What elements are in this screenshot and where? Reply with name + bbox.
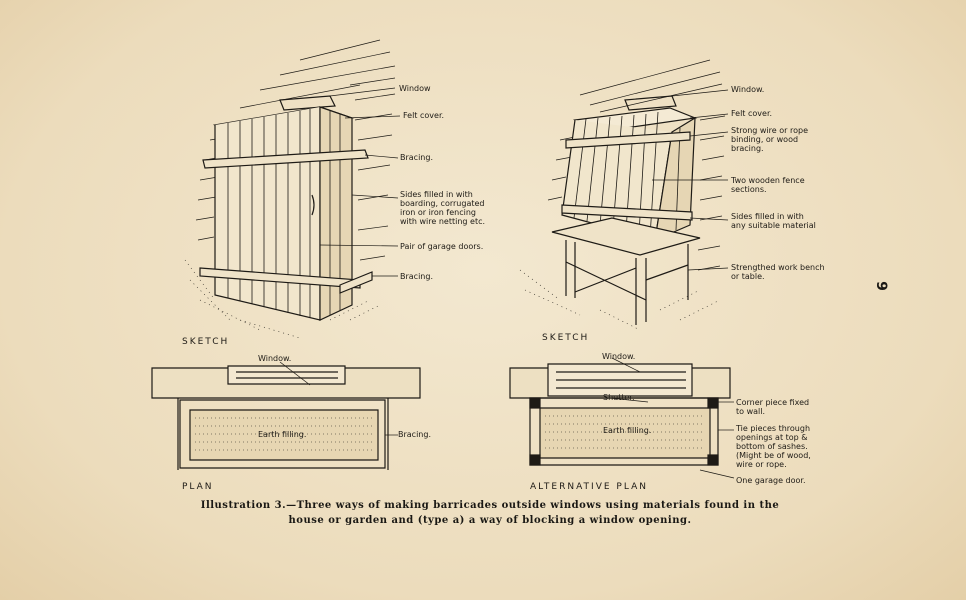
left-plan-drawing [151,361,421,470]
label-alt-window: Window. [602,352,636,361]
right-sketch-heading: SKETCH [542,333,590,343]
label-felt-cover: Felt cover. [403,111,445,120]
label-garage-doors: Pair of garage doors. [400,242,484,251]
caption-line-2: house or garden and (type a) a way of bl… [288,515,692,526]
label-window-right: Window. [731,85,765,94]
figure-caption: Illustration 3.—Three ways of making bar… [150,498,830,528]
left-plan-heading: PLAN [182,482,214,492]
label-corner-piece: Corner piece fixed to wall. [736,398,810,416]
label-plan-earth-filling: Earth filling. [258,430,307,439]
label-window: Window [399,84,431,93]
right-plan-drawing [509,357,735,479]
left-sketch-drawing [184,39,401,339]
label-sides-filled: Sides filled in with boarding, corrugate… [400,190,486,226]
label-bracing-lower: Bracing. [400,272,433,281]
label-garage-door: One garage door. [736,476,806,485]
label-felt-cover-right: Felt cover. [731,109,773,118]
label-tie-pieces: Tie pieces through openings at top & bot… [736,424,811,469]
label-fence-sections: Two wooden fence sections. [731,176,805,194]
label-plan-window: Window. [258,354,292,363]
label-alt-earth-filling: Earth filling. [603,426,652,435]
right-sketch-drawing [519,59,729,331]
label-sides-material: Sides filled in with any suitable materi… [731,212,816,230]
right-plan-heading: ALTERNATIVE PLAN [530,482,648,492]
label-plan-bracing: Bracing. [398,430,431,439]
label-work-bench: Strengthed work bench or table. [731,263,825,281]
page-number: 9 [872,281,889,291]
left-sketch-heading: SKETCH [182,337,230,347]
label-alt-shutter: Shutter. [603,393,635,402]
caption-line-1: Illustration 3.—Three ways of making bar… [200,500,780,511]
label-bracing: Bracing. [400,153,433,162]
label-wire-binding: Strong wire or rope binding, or wood bra… [731,126,808,153]
